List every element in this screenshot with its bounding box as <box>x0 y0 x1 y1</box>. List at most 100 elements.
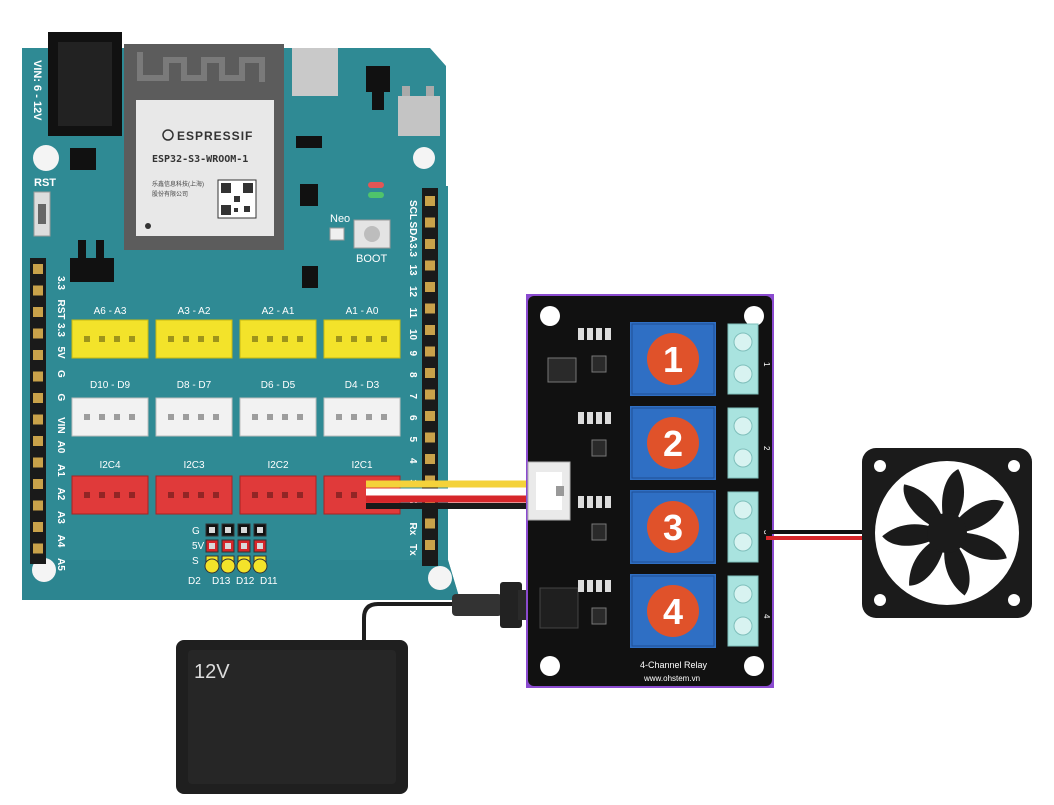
analog-port <box>155 319 233 359</box>
digital-port <box>71 397 149 437</box>
header-pin <box>425 432 435 443</box>
left-header-label: A0 <box>55 441 66 454</box>
left-header-label: G <box>55 394 66 402</box>
right-header-label: SDA <box>407 222 418 243</box>
header-pin <box>33 328 43 339</box>
analog-port-label: A6 - A3 <box>94 306 127 317</box>
left-header-label: 3.3 <box>55 323 66 337</box>
fan-cable <box>766 530 872 540</box>
channel-number: 4 <box>663 591 683 632</box>
gpio-row-label: G <box>192 526 200 537</box>
boot-label: BOOT <box>356 253 387 265</box>
neopixel-led <box>329 227 345 241</box>
qr-code-icon <box>217 179 257 219</box>
right-header-label: 3.3 <box>407 243 418 257</box>
header-pin <box>33 393 43 403</box>
relay-driver-ic <box>547 357 577 383</box>
header-pin <box>33 371 43 382</box>
mounting-hole <box>540 656 560 676</box>
mounting-hole <box>33 145 59 171</box>
header-pin <box>33 479 43 489</box>
left-header-label: A2 <box>55 488 66 501</box>
power-supply-label: 12V <box>194 661 230 683</box>
right-header-label: 13 <box>407 265 418 277</box>
analog-port-label: A3 - A2 <box>178 306 211 317</box>
header-pin <box>425 368 435 378</box>
left-header-label: A4 <box>55 535 66 548</box>
header-pin <box>33 543 43 554</box>
controller-board: VIN: 6 - 12V RST ESPRESSIF ESP32-S3-WROO… <box>22 32 460 600</box>
header-pin <box>425 540 435 550</box>
right-header-label: 9 <box>407 351 418 357</box>
header-pin <box>425 325 435 335</box>
header-pin <box>425 260 435 271</box>
mounting-hole <box>428 566 452 590</box>
channel-number: 1 <box>663 339 683 380</box>
module-name: ESP32-S3-WROOM-1 <box>152 154 248 165</box>
channel-badge <box>647 417 699 469</box>
power-input-label: VIN: 6 - 12V <box>31 60 43 121</box>
analog-port <box>323 319 401 359</box>
right-header-label: Tx <box>407 544 418 556</box>
gpio-row-label: 5V <box>192 541 205 552</box>
terminal-label: 1 <box>762 362 771 367</box>
analog-port <box>71 319 149 359</box>
module-maker-line-1: 乐鑫信息科技(上海) <box>152 180 204 188</box>
header-pin <box>425 346 435 357</box>
left-header-label: G <box>55 370 66 378</box>
i2c-port-label: I2C3 <box>183 460 205 471</box>
header-pin <box>425 217 435 228</box>
terminal-label: 4 <box>762 614 771 619</box>
i2c-port-label: I2C1 <box>351 460 373 471</box>
channel-number: 3 <box>663 507 683 548</box>
header-pin <box>33 457 43 468</box>
header-pin <box>33 436 43 446</box>
header-pin <box>425 303 435 314</box>
module-maker-line-2: 股份有限公司 <box>152 190 188 198</box>
gpio-pin-label: D13 <box>212 576 231 587</box>
header-pin <box>425 411 435 421</box>
analog-port-label: A1 - A0 <box>346 306 379 317</box>
i2c-port <box>71 475 149 515</box>
relay-url: www.ohstem.vn <box>643 674 700 683</box>
gpio-pin-label: D12 <box>236 576 255 587</box>
channel-number: 2 <box>663 423 683 464</box>
channel-badge <box>647 501 699 553</box>
dc-plug <box>452 582 538 628</box>
right-header-label: 12 <box>407 286 418 298</box>
neopixel-label: Neo <box>330 213 350 225</box>
digital-port-label: D6 - D5 <box>261 380 296 391</box>
usb-connector <box>292 48 338 96</box>
relay-title: 4-Channel Relay <box>640 660 708 670</box>
reset-label: RST <box>34 177 56 189</box>
terminal-label: 2 <box>762 446 771 451</box>
right-header-label: SCL <box>407 200 418 220</box>
left-header-label: 5V <box>55 347 66 360</box>
analog-port <box>239 319 317 359</box>
right-header-label: 8 <box>407 372 418 378</box>
left-header-label: A5 <box>55 558 66 571</box>
right-header-label: 7 <box>407 394 418 400</box>
header-pin <box>33 350 43 360</box>
module-brand: ESPRESSIF <box>177 129 253 143</box>
power-cable <box>362 602 460 642</box>
digital-port <box>239 397 317 437</box>
mounting-hole <box>413 147 435 169</box>
gpio-pin-label: D11 <box>260 576 278 587</box>
left-header-label: RST <box>55 300 66 320</box>
right-header-label: 4 <box>407 458 418 464</box>
digital-port <box>323 397 401 437</box>
i2c-port-label: I2C4 <box>99 460 121 471</box>
voltage-regulator <box>70 258 114 282</box>
mounting-hole <box>540 306 560 326</box>
i2c-port <box>239 475 317 515</box>
mounting-hole <box>744 306 764 326</box>
i2c-port-label: I2C2 <box>267 460 289 471</box>
right-header-label: 11 <box>407 308 418 319</box>
left-header-label: 3.3 <box>55 276 66 290</box>
header-pin <box>425 389 435 400</box>
antenna-trace <box>137 52 265 82</box>
right-header-label: 10 <box>407 329 418 341</box>
signal-wire-harness <box>366 480 528 509</box>
